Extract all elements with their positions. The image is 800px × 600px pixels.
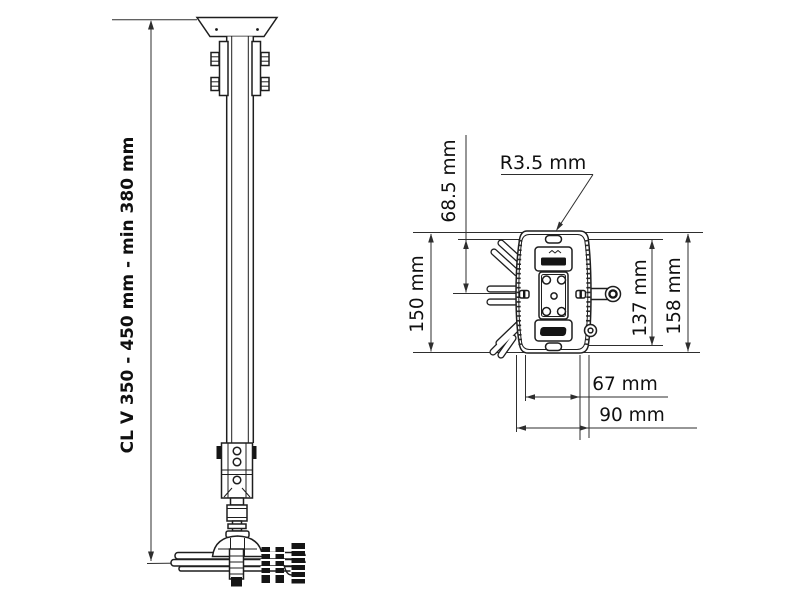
mounting-plate — [515, 230, 598, 354]
spider-head — [170, 530, 306, 587]
mount-hole — [556, 306, 567, 317]
keyhole-slot-top — [544, 234, 563, 244]
swivel-joint — [226, 497, 248, 532]
inner-width-dimension-label: 67 mm — [592, 374, 657, 395]
upper-clamp — [210, 40, 270, 97]
ceiling-screw-mark — [256, 28, 259, 31]
mount-hole — [541, 306, 552, 317]
arm-adjuster — [228, 548, 245, 587]
center-hole — [550, 292, 558, 300]
outer-width-dimension-label: 90 mm — [599, 405, 664, 426]
top-logo-pad — [534, 246, 573, 272]
radius-dimension: R3.5 mm — [500, 152, 594, 231]
clamp-bolt — [260, 51, 270, 67]
brand-wordmark-italic — [539, 327, 567, 336]
total-height-dimension: 158 mm — [664, 233, 691, 352]
pole-height-dimension-label: CL V 350 - 450 mm - min 380 mm — [118, 137, 138, 454]
side-screw-right — [575, 289, 587, 299]
radius-dimension-label: R3.5 mm — [500, 152, 586, 174]
clamp-bolt — [210, 76, 220, 92]
pivot-screw — [583, 323, 598, 338]
mount-pole — [225, 36, 255, 444]
mount-hole — [556, 275, 567, 285]
ceiling-plate — [195, 16, 279, 38]
brand-logo-icon — [548, 249, 562, 254]
plate-height-dimension: 150 mm — [407, 233, 434, 352]
clamp-bolt-hole — [232, 475, 242, 485]
detail-dimensions: R3.5 mm 68.5 mm 150 mm 137 mm — [407, 135, 697, 431]
top-offset-dimension: 68.5 mm — [439, 135, 469, 293]
clamp-bolt — [260, 76, 270, 92]
side-view: CL V 350 - 450 mm - min 380 mm — [112, 16, 306, 587]
plate-height-dimension-label: 150 mm — [407, 255, 428, 332]
ceiling-screw-mark — [215, 28, 218, 31]
bottom-logo-pad — [534, 319, 573, 342]
clamp-bolt — [210, 51, 220, 67]
arm-adjuster — [290, 543, 306, 584]
slot-spacing-dimension: 137 mm — [630, 240, 655, 346]
side-screw-left — [518, 289, 530, 299]
outer-width-dimension: 90 mm — [517, 405, 697, 431]
interface-plate — [538, 271, 569, 320]
slot-spacing-dimension-label: 137 mm — [630, 259, 651, 336]
lower-clamp — [216, 442, 257, 499]
top-offset-dimension-label: 68.5 mm — [439, 139, 460, 222]
clamp-bolt-hole — [232, 446, 242, 456]
height-dimension: CL V 350 - 450 mm - min 380 mm — [112, 19, 232, 564]
keyhole-slot-bottom — [544, 342, 563, 352]
clamp-bolt-hole — [232, 457, 242, 467]
inner-width-dimension: 67 mm — [526, 374, 668, 400]
arm-adjuster — [260, 547, 285, 583]
total-height-dimension-label: 158 mm — [664, 257, 685, 334]
brand-wordmark — [541, 257, 566, 266]
mount-hole — [541, 275, 552, 285]
detail-view: R3.5 mm 68.5 mm 150 mm 137 mm — [407, 135, 703, 440]
